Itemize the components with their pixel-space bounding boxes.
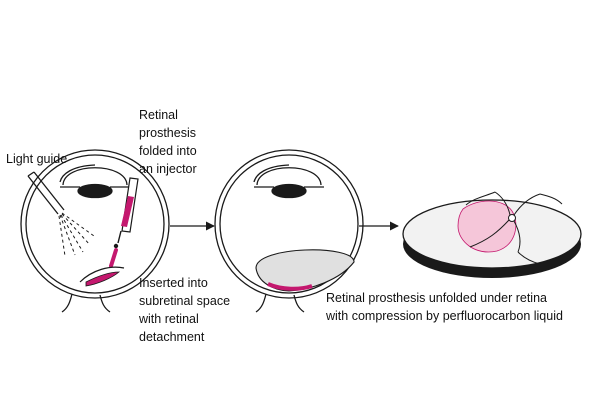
prosthesis-on-retina [457,200,517,253]
label-injector: Retinal prosthesis folded into an inject… [139,108,197,176]
prosthesis-subretinal [85,271,121,287]
label-inserted: Inserted into subretinal space with reti… [139,276,231,344]
light-rays [58,212,95,257]
prosthesis-unfolded [267,282,313,291]
retina-disc-view [402,191,582,278]
detached-retina [79,266,125,283]
label-unfolded: Retinal prosthesis unfolded under retina… [326,291,563,323]
label-light-guide: Light guide [6,152,68,166]
retinal-vessels [465,191,563,265]
optic-disc [508,214,516,222]
injector [109,177,139,268]
